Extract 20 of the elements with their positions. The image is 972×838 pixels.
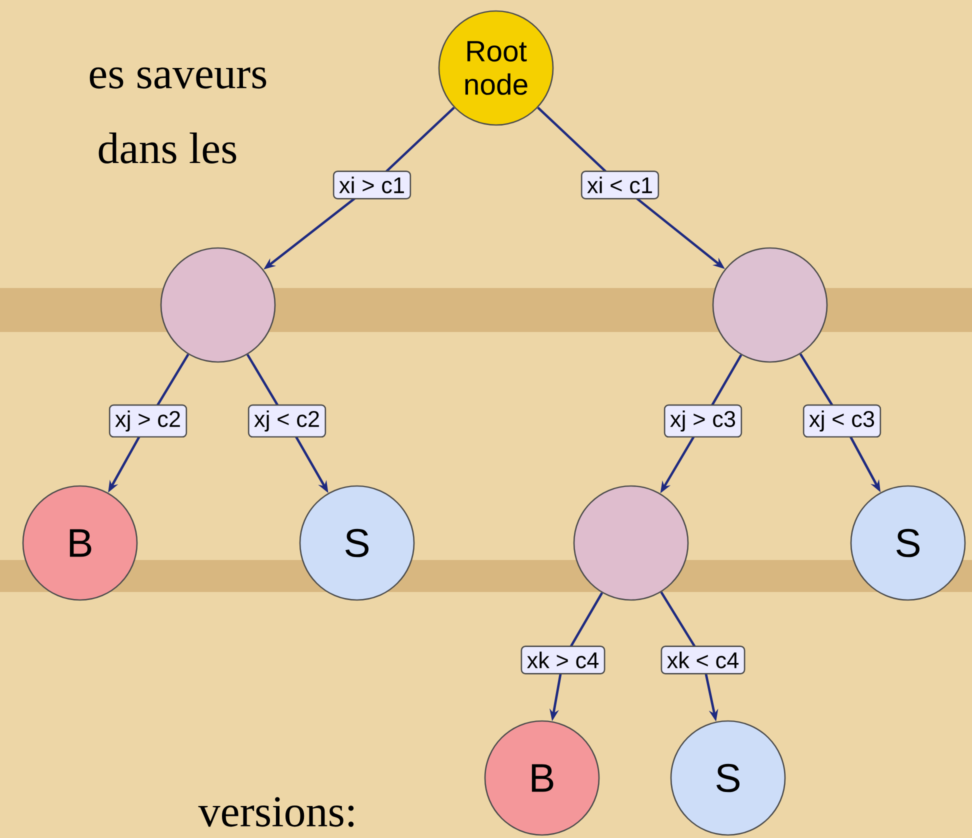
- decision-node: [160, 247, 276, 363]
- edge-label: xi > c1: [332, 170, 412, 200]
- edge-label: xk > c4: [520, 646, 606, 674]
- body-text: dans les: [98, 132, 236, 164]
- leaf-node: B: [484, 720, 600, 836]
- leaf-node: S: [670, 720, 786, 836]
- edge-label: xi < c1: [580, 170, 660, 200]
- leaf-node: S: [299, 485, 415, 601]
- edge-label: xj > c3: [664, 404, 742, 438]
- body-text: versions:: [198, 797, 354, 827]
- decision-node: [712, 247, 828, 363]
- edge-label: xk < c4: [660, 646, 746, 674]
- leaf-node: S: [850, 485, 966, 601]
- decision-node: [573, 485, 689, 601]
- leaf-node: B: [22, 485, 138, 601]
- body-text: es saveurs: [90, 67, 266, 89]
- root-node: Root node: [438, 10, 554, 126]
- edge-label: xj > c2: [108, 404, 188, 438]
- edge-label: xj < c2: [248, 404, 326, 438]
- edge-label: xj < c3: [802, 404, 882, 438]
